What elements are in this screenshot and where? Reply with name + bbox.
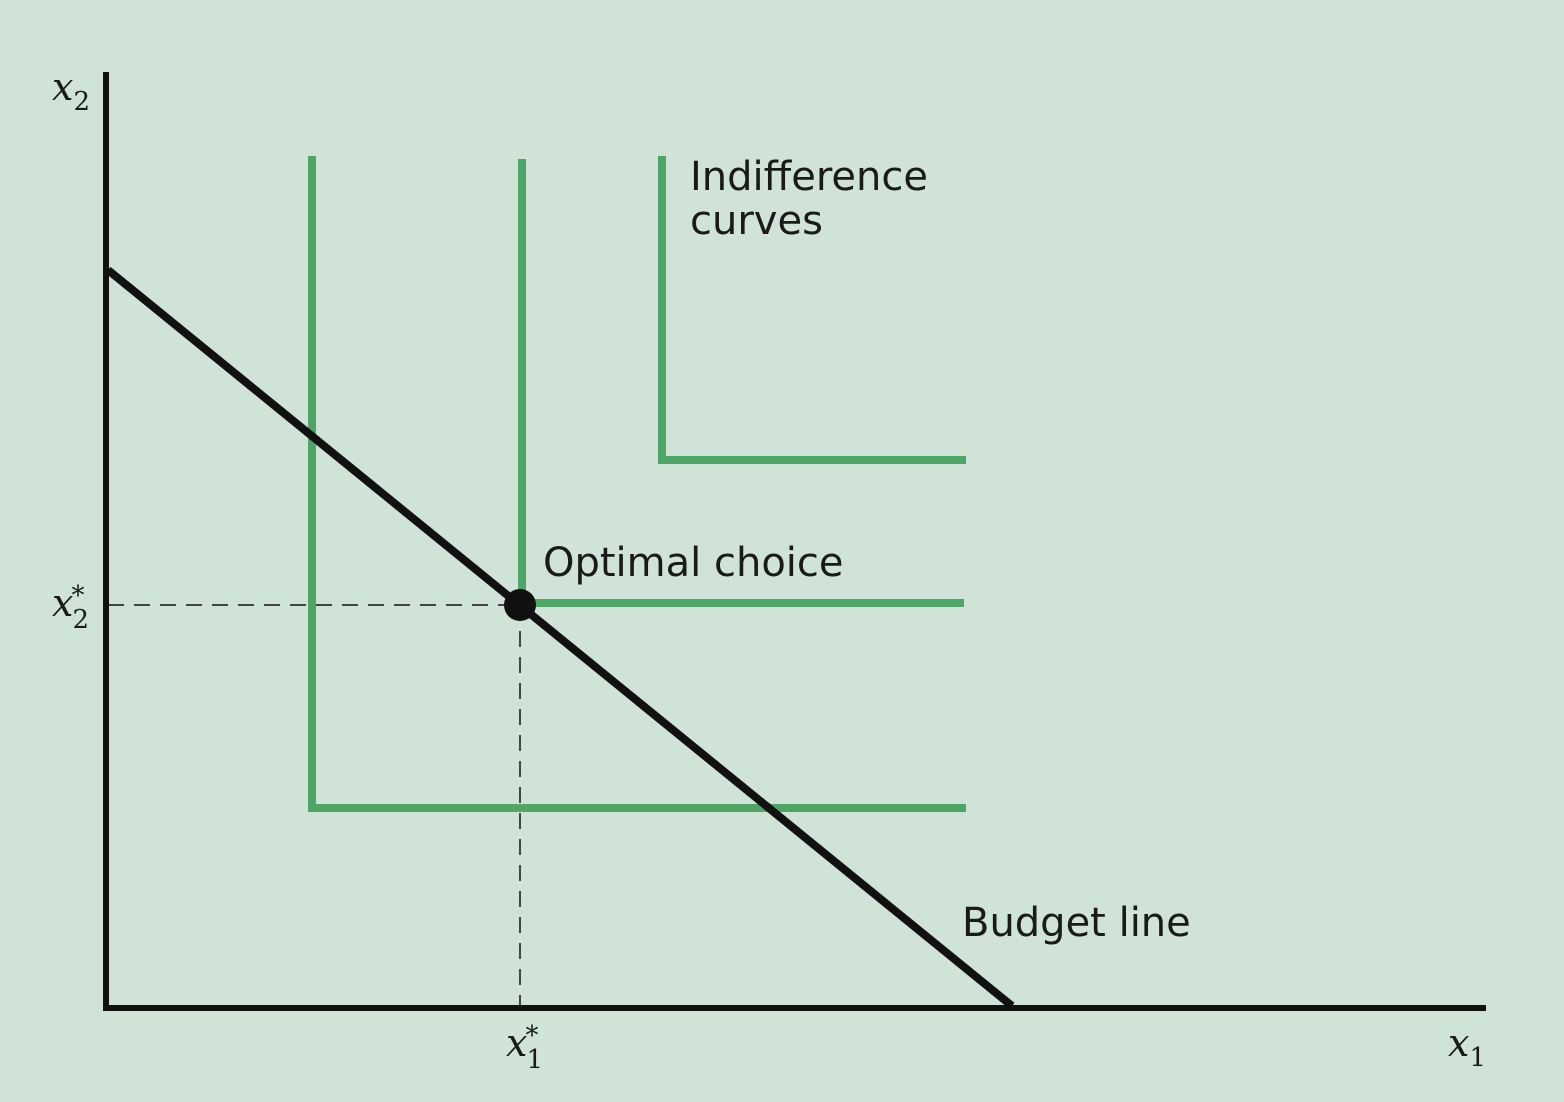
indifference-curves-label-line1: Indifference (690, 154, 928, 200)
x2-star-label: x*2 (52, 581, 89, 635)
indifference-curve-low (308, 156, 966, 812)
indifference-curves-label-line2: curves (690, 198, 823, 244)
x1-star-label: x*1 (506, 1021, 543, 1075)
x-axis-label: x1 (1448, 1021, 1486, 1073)
y-axis-label: x2 (52, 65, 90, 117)
budget-line (105, 266, 1015, 1010)
indifference-curve-high (658, 156, 966, 464)
budget-line-label: Budget line (962, 900, 1191, 946)
optimal-choice-label: Optimal choice (543, 540, 844, 586)
optimal-choice-point (504, 589, 536, 621)
